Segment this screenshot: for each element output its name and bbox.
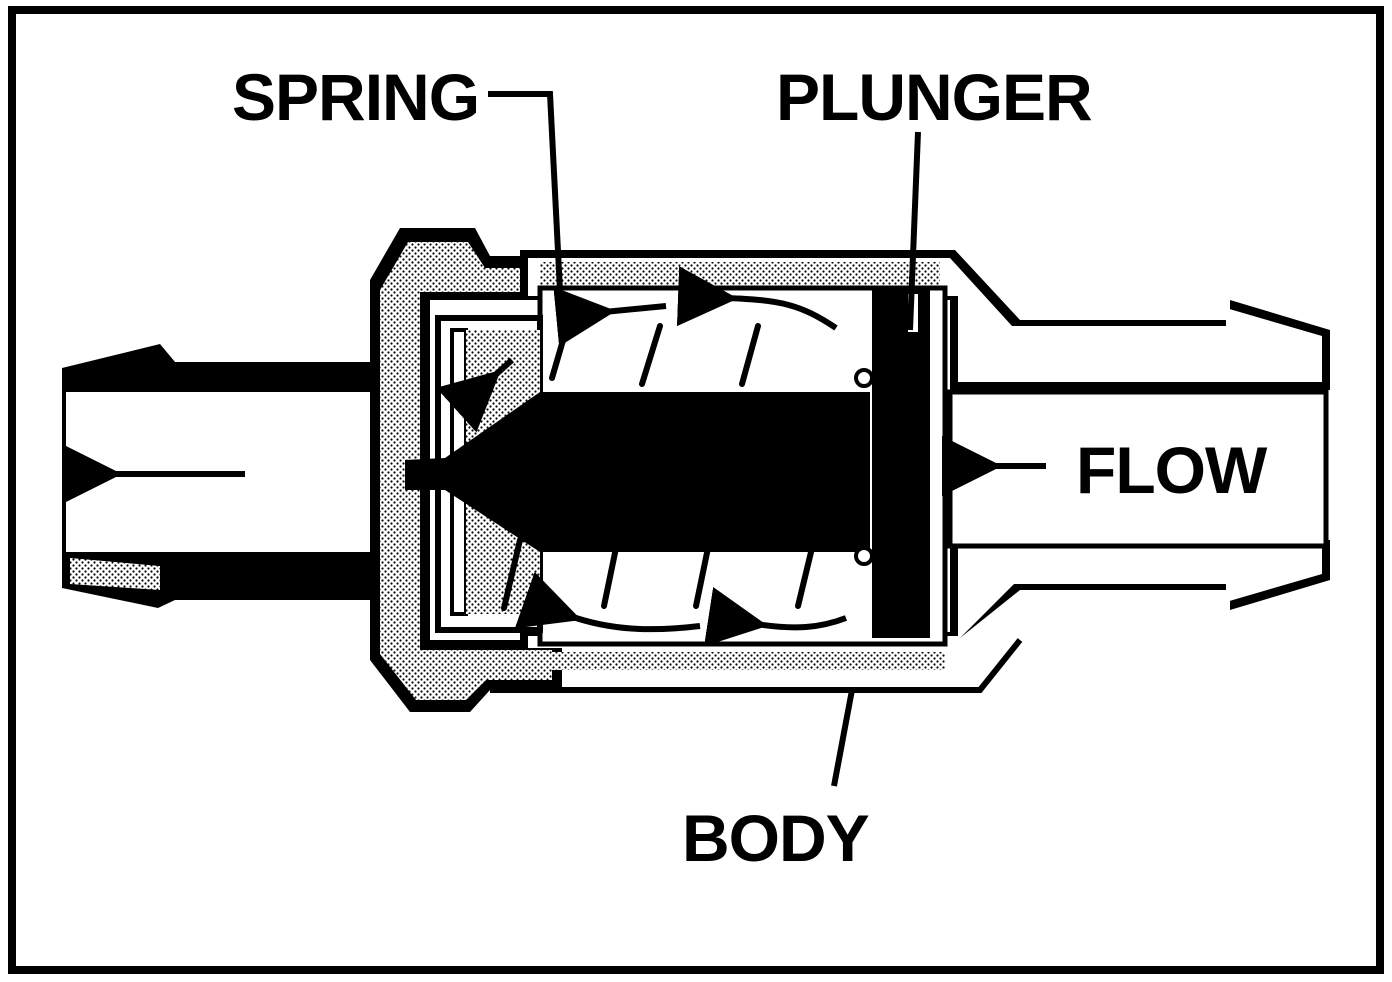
spring	[501, 323, 815, 611]
spring-label: SPRING	[232, 60, 480, 134]
leader-lines	[488, 91, 921, 787]
body-label: BODY	[682, 801, 870, 875]
flow-arrows	[61, 266, 1046, 647]
plunger-leader	[907, 131, 921, 331]
body-leader	[831, 689, 855, 787]
flow-label: FLOW	[1076, 433, 1267, 507]
plunger	[405, 290, 930, 638]
spring-leader	[488, 91, 565, 331]
plunger-label: PLUNGER	[776, 60, 1093, 134]
